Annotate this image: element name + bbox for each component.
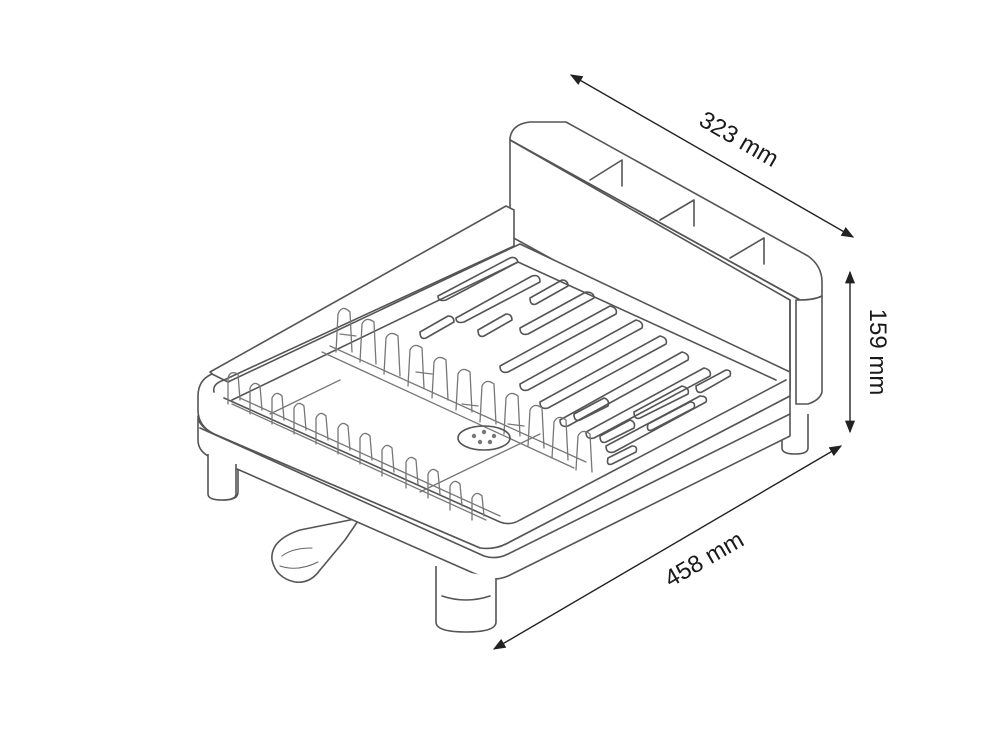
drain-spout <box>271 517 361 584</box>
height-dimension: 159 mm <box>844 270 891 434</box>
width-label: 458 mm <box>660 526 749 593</box>
depth-label: 323 mm <box>694 106 783 173</box>
front-feet <box>207 454 497 633</box>
plate-rack-wires <box>227 307 593 521</box>
height-label: 159 mm <box>864 309 891 396</box>
